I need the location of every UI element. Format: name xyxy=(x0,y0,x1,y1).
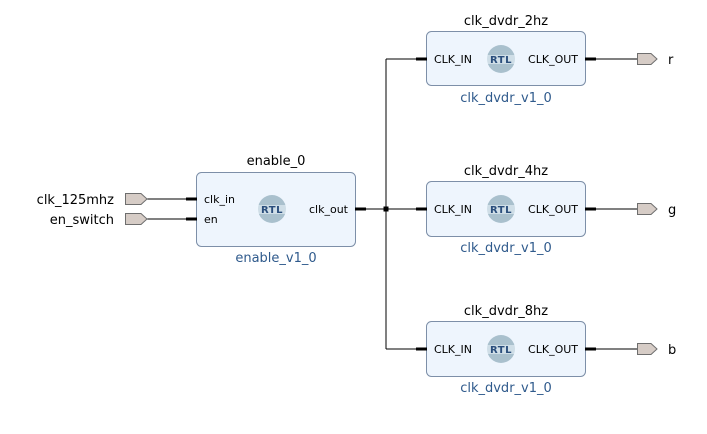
port-label: en_switch xyxy=(50,213,114,228)
output-port-r[interactable]: r xyxy=(637,53,675,68)
svg-text:RTL: RTL xyxy=(261,205,283,216)
pin-label-en: en xyxy=(204,213,218,226)
net-junction xyxy=(383,206,389,212)
rtl-badge-icon: RTL xyxy=(485,195,517,223)
svg-text:RTL: RTL xyxy=(490,55,512,66)
block-ip-name: clk_dvdr_v1_0 xyxy=(460,91,552,106)
port-arrow-icon xyxy=(125,213,148,225)
divider-block-8hz[interactable]: clk_dvdr_8hz CLK_IN CLK_OUT RTL clk_dvdr… xyxy=(416,304,596,396)
block-ip-name: clk_dvdr_v1_0 xyxy=(460,381,552,396)
block-instance-name: clk_dvdr_4hz xyxy=(464,164,548,179)
input-port-clk-125mhz[interactable]: clk_125mhz xyxy=(37,193,148,208)
pin-stub xyxy=(416,207,427,211)
divider-block-2hz[interactable]: clk_dvdr_2hz CLK_IN CLK_OUT RTL clk_dvdr… xyxy=(416,14,596,106)
svg-text:RTL: RTL xyxy=(490,345,512,356)
output-port-g[interactable]: g xyxy=(637,203,677,218)
port-arrow-icon xyxy=(125,193,148,205)
pin-label-clk-in: CLK_IN xyxy=(434,343,472,356)
input-port-en-switch[interactable]: en_switch xyxy=(50,213,148,228)
port-arrow-icon xyxy=(637,53,658,65)
port-label: g xyxy=(668,203,676,218)
block-ip-name: enable_v1_0 xyxy=(235,251,316,266)
block-instance-name: enable_0 xyxy=(247,154,306,169)
pin-label-clk-in: clk_in xyxy=(204,193,235,206)
pin-label-clk-out: CLK_OUT xyxy=(528,53,578,66)
pin-stub xyxy=(585,207,596,211)
port-label: b xyxy=(668,343,676,358)
pin-label-clk-in: CLK_IN xyxy=(434,53,472,66)
output-port-b[interactable]: b xyxy=(637,343,677,358)
block-ip-name: clk_dvdr_v1_0 xyxy=(460,241,552,256)
port-arrow-icon xyxy=(637,203,658,215)
pin-label-clk-out: CLK_OUT xyxy=(528,203,578,216)
pin-stub xyxy=(585,347,596,351)
rtl-badge-icon: RTL xyxy=(256,195,288,223)
pin-stub xyxy=(416,347,427,351)
pin-stub xyxy=(416,57,427,61)
nets xyxy=(147,58,637,350)
pin-label-clk-out: CLK_OUT xyxy=(528,343,578,356)
pin-label-clk-out: clk_out xyxy=(309,203,349,216)
pin-stub xyxy=(585,57,596,61)
block-instance-name: clk_dvdr_8hz xyxy=(464,304,548,319)
divider-block-4hz[interactable]: clk_dvdr_4hz CLK_IN CLK_OUT RTL clk_dvdr… xyxy=(416,164,596,256)
pin-label-clk-in: CLK_IN xyxy=(434,203,472,216)
port-label: clk_125mhz xyxy=(37,193,115,208)
pin-stub xyxy=(186,197,197,201)
block-instance-name: clk_dvdr_2hz xyxy=(464,14,548,29)
port-label: r xyxy=(668,53,674,68)
pin-stub xyxy=(186,217,197,221)
svg-text:RTL: RTL xyxy=(490,205,512,216)
port-arrow-icon xyxy=(637,343,658,355)
rtl-badge-icon: RTL xyxy=(485,45,517,73)
pin-stub xyxy=(355,207,366,211)
rtl-badge-icon: RTL xyxy=(485,335,517,363)
enable-block[interactable]: enable_0 clk_in en clk_out RTL enable_v1… xyxy=(186,154,366,266)
